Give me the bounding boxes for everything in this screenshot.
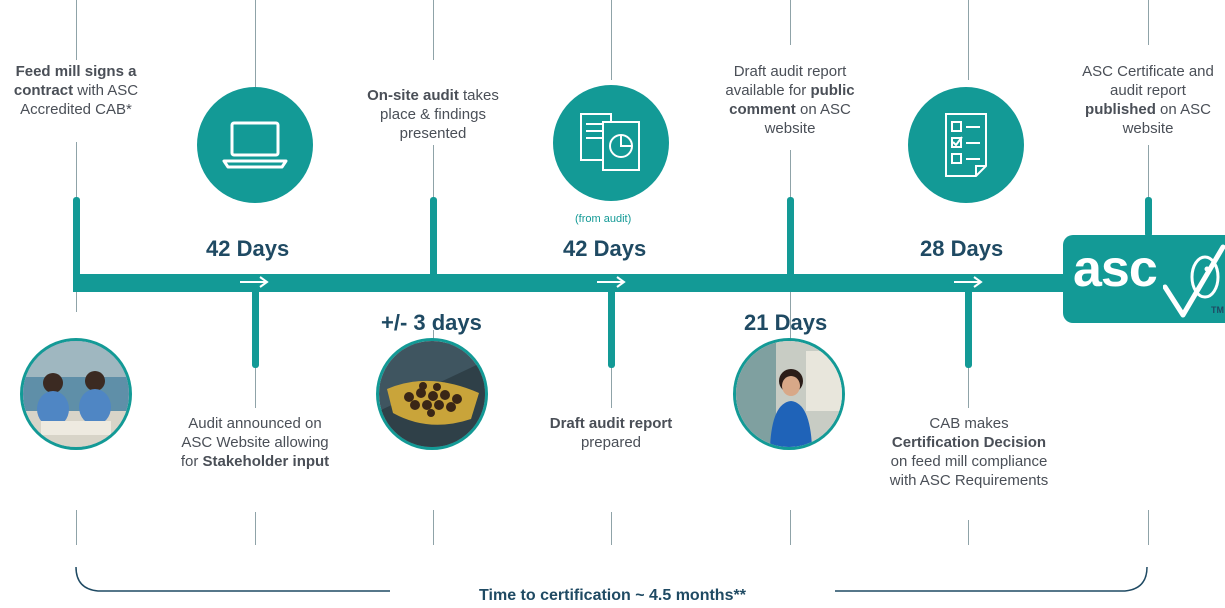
step-draft-report-text: Draft audit report prepared: [549, 415, 673, 451]
total-duration-bracket: [75, 566, 1148, 592]
right-arrow-icon: [597, 276, 626, 288]
guide-line: [255, 512, 256, 545]
duration-label: +/- 3 days: [381, 310, 482, 335]
checklist-icon: [945, 113, 987, 177]
guide-line: [76, 0, 77, 60]
guide-line: [1148, 510, 1149, 545]
documents-chart-icon: [580, 113, 640, 171]
guide-line: [790, 292, 791, 347]
guide-line: [433, 510, 434, 545]
guide-line: [790, 0, 791, 45]
photo-feed-pellets: [376, 338, 488, 450]
laptop-icon: [222, 121, 288, 169]
timeline-tick: [252, 288, 259, 368]
step-published-text: ASC Certificate and audit report publish…: [1082, 63, 1214, 137]
asc-logo-text: asc: [1073, 240, 1158, 298]
step-certification-decision-text: CAB makes Certification Decision on feed…: [889, 415, 1049, 489]
guide-line: [968, 520, 969, 545]
guide-line: [1148, 0, 1149, 45]
guide-line: [433, 0, 434, 60]
asc-logo: asc TM: [1063, 235, 1225, 323]
timeline-tick: [430, 197, 437, 277]
guide-line: [790, 510, 791, 545]
right-arrow-icon: [240, 276, 269, 288]
step-onsite-audit-text: On-site audit takes place & findings pre…: [367, 87, 499, 142]
timeline-tick: [608, 288, 615, 368]
timeline-tick: [73, 197, 80, 277]
duration-label: 42 Days: [206, 236, 290, 261]
fish-check-icon: [1163, 244, 1225, 318]
guide-line: [611, 0, 612, 80]
duration-note: (from audit): [575, 213, 632, 225]
guide-line: [611, 368, 612, 408]
step-public-comment-text: Draft audit report available for public …: [725, 63, 855, 137]
duration-label: 21 Days: [744, 310, 828, 335]
timeline-tick: [787, 197, 794, 277]
guide-line: [433, 145, 434, 197]
guide-line: [611, 512, 612, 545]
guide-line: [1148, 145, 1149, 197]
guide-line: [790, 150, 791, 197]
timeline-axis: [73, 274, 1073, 292]
timeline-tick: [965, 288, 972, 368]
guide-line: [255, 0, 256, 90]
total-time-label: Time to certification ~ 4.5 months**: [479, 587, 746, 604]
guide-line: [968, 0, 969, 80]
trademark-label: TM: [1211, 305, 1224, 315]
guide-line: [76, 142, 77, 197]
photo-contract-signing: [20, 338, 132, 450]
timeline-tick: [1145, 197, 1152, 237]
step-contract-text: Feed mill signs a contract with ASC Accr…: [13, 63, 139, 118]
guide-line: [76, 292, 77, 312]
duration-label: 28 Days: [920, 236, 1004, 261]
right-arrow-icon: [954, 276, 983, 288]
guide-line: [76, 510, 77, 545]
documents-icon-circle: [553, 85, 669, 201]
step-audit-announced-text: Audit announced on ASC Website allowing …: [180, 415, 330, 470]
photo-presentation: [733, 338, 845, 450]
guide-line: [968, 368, 969, 408]
checklist-icon-circle: [908, 87, 1024, 203]
laptop-icon-circle: [197, 87, 313, 203]
duration-label: 42 Days: [563, 236, 647, 261]
guide-line: [255, 368, 256, 408]
